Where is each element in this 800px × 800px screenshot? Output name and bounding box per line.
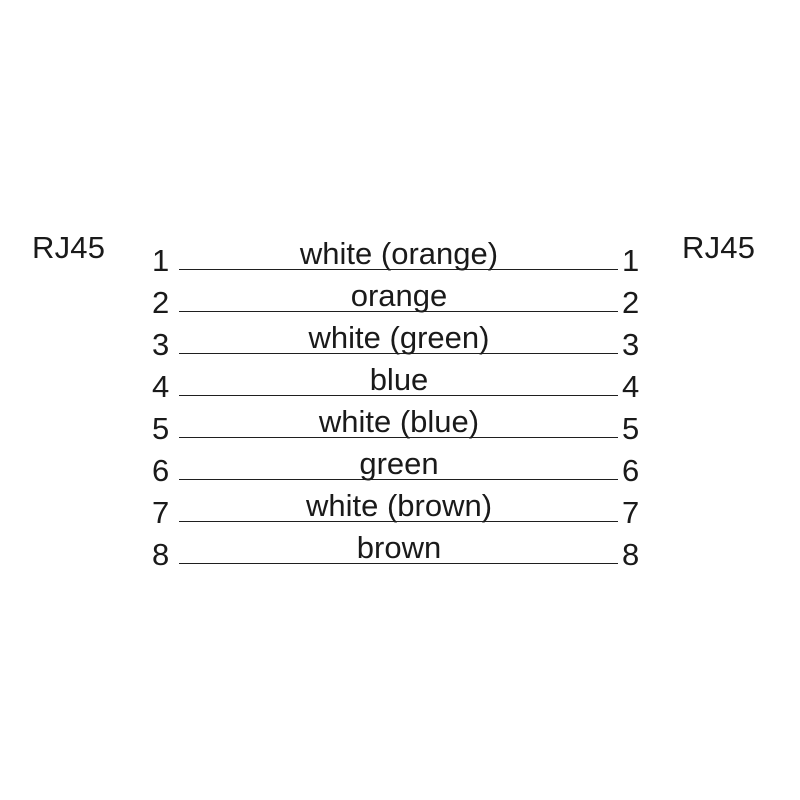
pin-number-left: 1 [152, 243, 170, 278]
wire-conductor-line [179, 269, 618, 270]
wire-conductor-line [179, 395, 618, 396]
pin-number-right: 7 [622, 495, 640, 530]
wire-conductor-line [179, 311, 618, 312]
wire-conductor-line [179, 479, 618, 480]
pin-number-right: 5 [622, 411, 640, 446]
wire-color-label: blue [369, 362, 429, 397]
wire-color-label: orange [350, 278, 448, 313]
wire-color-label: white (blue) [318, 404, 480, 439]
pin-number-left: 8 [152, 537, 170, 572]
wire-color-label: white (green) [308, 320, 490, 355]
wire-color-label: green [359, 446, 439, 481]
pin-number-left: 4 [152, 369, 170, 404]
pin-number-left: 2 [152, 285, 170, 320]
wire-color-label: white (brown) [305, 488, 493, 523]
pin-number-right: 4 [622, 369, 640, 404]
connector-label-right: RJ45 [682, 230, 756, 265]
wire-conductor-line [179, 521, 618, 522]
pin-number-right: 6 [622, 453, 640, 488]
pin-number-right: 1 [622, 243, 640, 278]
pin-number-right: 8 [622, 537, 640, 572]
wire-color-label: brown [356, 530, 442, 565]
pin-number-right: 3 [622, 327, 640, 362]
connector-label-left: RJ45 [32, 230, 106, 265]
pin-number-right: 2 [622, 285, 640, 320]
pin-number-left: 6 [152, 453, 170, 488]
wire-color-label: white (orange) [299, 236, 499, 271]
pin-number-left: 5 [152, 411, 170, 446]
wire-conductor-line [179, 353, 618, 354]
pin-number-left: 3 [152, 327, 170, 362]
wire-conductor-line [179, 563, 618, 564]
wire-conductor-line [179, 437, 618, 438]
pin-number-left: 7 [152, 495, 170, 530]
